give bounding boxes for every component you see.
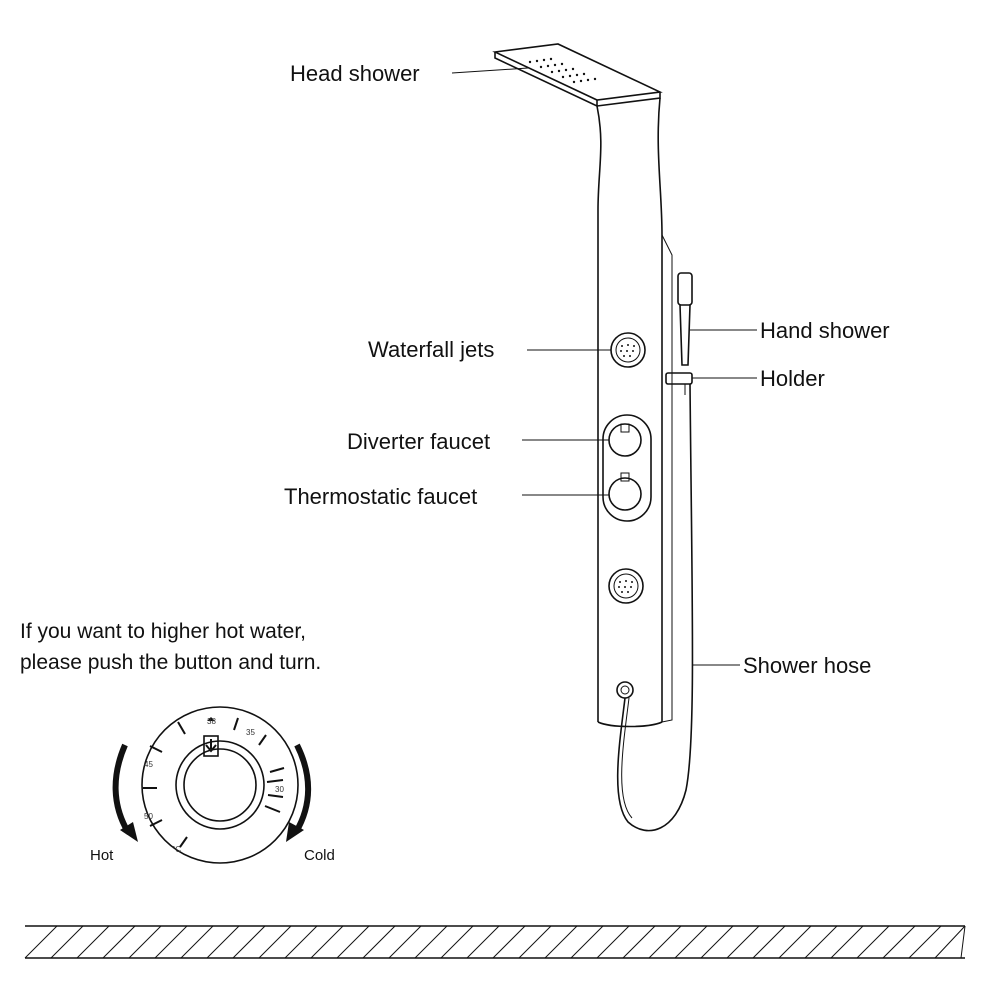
hatch-line xyxy=(882,925,916,959)
waterfall-jet-lower xyxy=(608,568,644,604)
hatch-line xyxy=(24,925,58,959)
label-diverter-faucet: Diverter faucet xyxy=(347,429,490,454)
cold-arrow-icon xyxy=(286,743,312,842)
hatch-line xyxy=(830,925,864,959)
hatch-line xyxy=(232,925,266,959)
hatch-line xyxy=(518,925,552,959)
label-shower-hose: Shower hose xyxy=(743,653,871,678)
dial-unit: °C xyxy=(172,845,181,854)
hatch-line xyxy=(778,925,812,959)
hatch-line xyxy=(648,925,682,959)
hatch-line xyxy=(856,925,890,959)
hatch-line xyxy=(934,925,966,959)
hatch-line xyxy=(310,925,344,959)
dial-mark-38: 38 xyxy=(207,717,216,726)
hatch-line xyxy=(180,925,214,959)
push-button-marker xyxy=(203,735,219,757)
hatch-line xyxy=(700,925,734,959)
instruction-line-2: please push the button and turn. xyxy=(20,651,321,674)
instruction-line-1: If you want to higher hot water, xyxy=(20,620,306,643)
hatch-line xyxy=(362,925,396,959)
dial-mark-35: 35 xyxy=(246,728,255,737)
hatch-line xyxy=(50,925,84,959)
hatch-line xyxy=(570,925,604,959)
hatch-line xyxy=(154,925,188,959)
hatch-line xyxy=(492,925,526,959)
label-holder: Holder xyxy=(760,366,825,391)
label-hot: Hot xyxy=(90,847,114,864)
shower-panel xyxy=(492,43,673,728)
hatch-line xyxy=(102,925,136,959)
head-shower-nozzles xyxy=(528,57,597,84)
hatch-line xyxy=(128,925,162,959)
faucet-plate xyxy=(602,414,652,522)
hatch-line xyxy=(388,925,422,959)
hatch-line xyxy=(336,925,370,959)
hatch-line xyxy=(960,925,966,959)
dial-mark-50: 50 xyxy=(144,812,153,821)
label-waterfall-jets: Waterfall jets xyxy=(368,337,494,362)
dial-mark-30: 30 xyxy=(275,785,284,794)
label-head-shower: Head shower xyxy=(290,61,420,86)
hatch-line xyxy=(596,925,630,959)
dial-mark-45: 45 xyxy=(144,760,153,769)
hatch-line xyxy=(908,925,942,959)
hatch-line xyxy=(674,925,708,959)
hatch-line xyxy=(258,925,292,959)
hatch-line xyxy=(466,925,500,959)
floor-hatching xyxy=(24,925,966,959)
safety-icon xyxy=(207,717,215,721)
hatch-line xyxy=(752,925,786,959)
hot-arrow-icon xyxy=(112,743,138,842)
hatch-line xyxy=(726,925,760,959)
hatch-line xyxy=(804,925,838,959)
hatch-line xyxy=(414,925,448,959)
hatch-line xyxy=(622,925,656,959)
hatch-line xyxy=(284,925,318,959)
thermostat-dial: 38 35 30 45 50 °C xyxy=(141,706,299,864)
hatch-line xyxy=(76,925,110,959)
waterfall-jet-upper xyxy=(610,332,646,368)
label-thermostatic-faucet: Thermostatic faucet xyxy=(284,484,477,509)
hatch-line xyxy=(440,925,474,959)
leader-lines xyxy=(451,67,757,666)
hatch-line xyxy=(206,925,240,959)
hatch-line xyxy=(544,925,578,959)
label-cold: Cold xyxy=(304,847,335,864)
label-hand-shower: Hand shower xyxy=(760,318,890,343)
hand-shower-assembly xyxy=(616,272,694,832)
